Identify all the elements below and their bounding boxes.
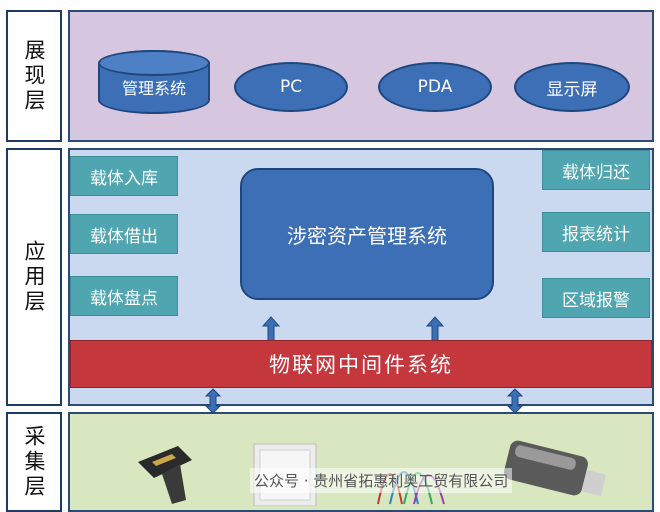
- classified-asset-system-label: 涉密资产管理系统: [287, 223, 447, 248]
- layer-label-presentation: 展现层: [6, 10, 62, 142]
- layer-label-application: 应用层: [6, 148, 62, 406]
- display-screen-label: 显示屏: [546, 79, 598, 100]
- management-system-node: 管理系统: [98, 50, 210, 114]
- double-arrow-icon: [204, 388, 222, 414]
- handheld-reader-icon: [138, 446, 192, 504]
- carrier-lend-label: 载体借出: [90, 226, 158, 247]
- display-screen-node: 显示屏: [514, 62, 630, 112]
- management-system-label: 管理系统: [121, 79, 186, 98]
- up-arrow-icon: [426, 316, 444, 342]
- area-alarm-label: 区域报警: [562, 290, 630, 311]
- report-statistics-button: 报表统计: [542, 212, 650, 252]
- iot-middleware-bar: 物联网中间件系统: [70, 340, 652, 388]
- pc-label: PC: [279, 77, 303, 97]
- pda-node: PDA: [378, 62, 492, 112]
- carrier-storage-label: 载体入库: [90, 168, 158, 189]
- carrier-lend-button: 载体借出: [70, 214, 178, 254]
- pc-node: PC: [234, 62, 348, 112]
- layer-label-presentation-text: 展现层: [22, 38, 46, 114]
- pda-label: PDA: [417, 77, 453, 97]
- area-alarm-button: 区域报警: [542, 278, 650, 318]
- report-statistics-label: 报表统计: [562, 224, 630, 245]
- watermark-label: 公众号 · 贵州省拓惠利奥工贸有限公司: [254, 472, 509, 490]
- layer-label-application-text: 应用层: [22, 239, 46, 315]
- carrier-return-button: 载体归还: [542, 150, 650, 190]
- double-arrow-icon: [506, 388, 524, 414]
- iot-middleware-label: 物联网中间件系统: [269, 353, 453, 377]
- up-arrow-icon: [262, 316, 280, 342]
- carrier-inventory-label: 载体盘点: [90, 288, 158, 309]
- carrier-return-label: 载体归还: [562, 162, 630, 183]
- carrier-inventory-button: 载体盘点: [70, 276, 178, 316]
- layer-label-collection: 采集层: [6, 412, 62, 512]
- classified-asset-system-box: 涉密资产管理系统: [240, 168, 494, 300]
- watermark-text: 公众号 · 贵州省拓惠利奥工贸有限公司: [250, 468, 513, 493]
- carrier-storage-button: 载体入库: [70, 156, 178, 196]
- usb-drive-icon: [504, 440, 607, 497]
- layer-label-collection-text: 采集层: [22, 424, 46, 500]
